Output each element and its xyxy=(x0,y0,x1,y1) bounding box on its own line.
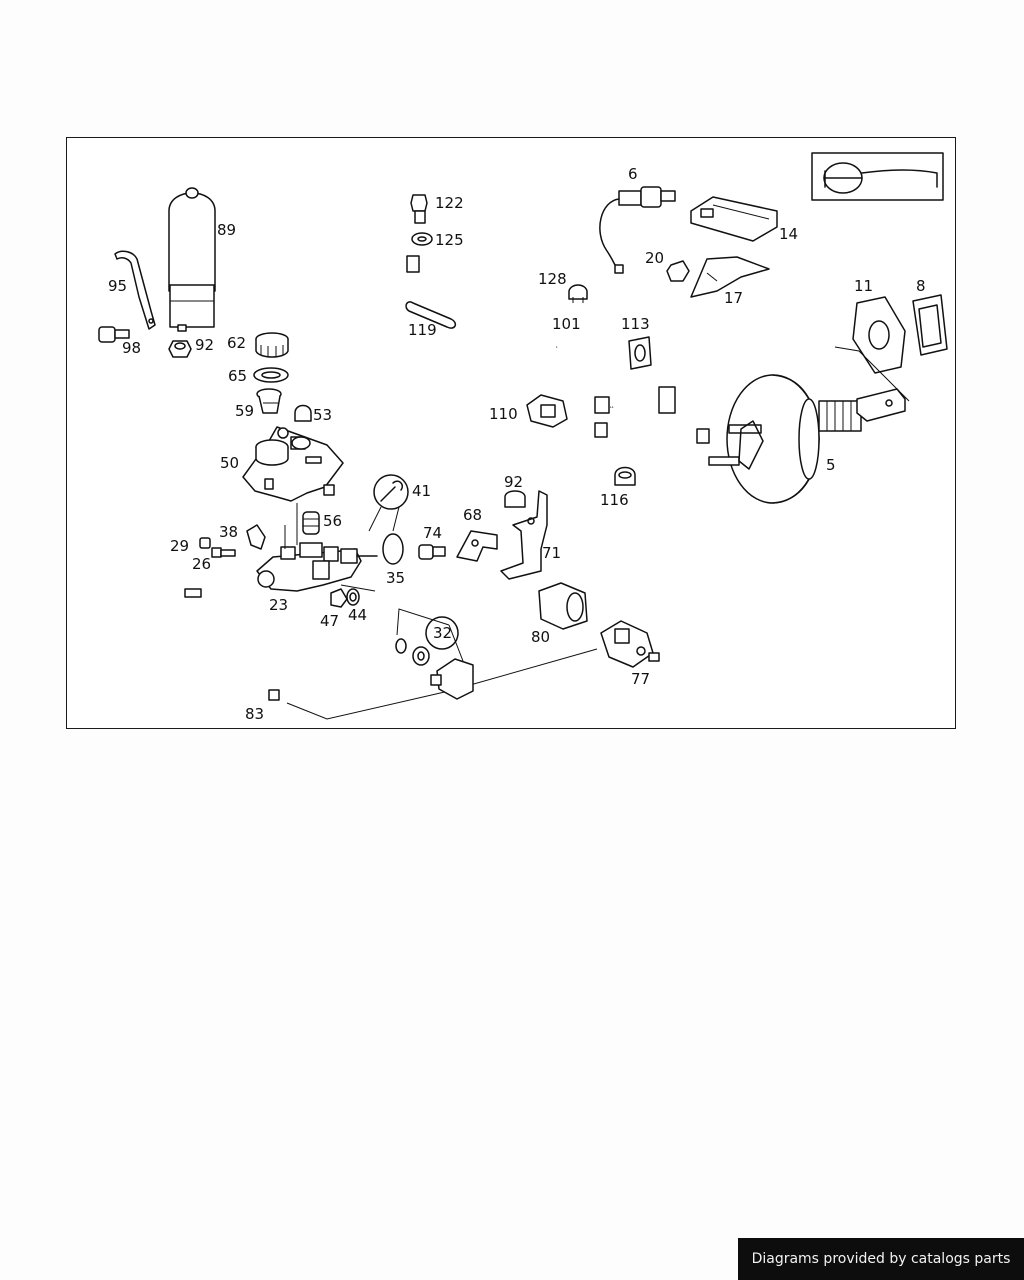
part-68-bracket[interactable] xyxy=(456,530,498,562)
part-101-brake-line[interactable] xyxy=(406,255,710,444)
part-56-plug[interactable] xyxy=(302,511,320,535)
callout-56: 56 xyxy=(323,512,342,530)
part-128-clip[interactable] xyxy=(568,284,588,303)
callout-6: 6 xyxy=(628,165,638,183)
part-35-o-ring[interactable] xyxy=(382,533,404,565)
callout-101: 101 xyxy=(552,315,581,333)
part-50-reservoir[interactable] xyxy=(242,426,344,502)
callout-77: 77 xyxy=(631,670,650,688)
part-83-hose[interactable] xyxy=(174,588,280,701)
callout-23: 23 xyxy=(269,596,288,614)
part-38-plug[interactable] xyxy=(246,524,266,550)
part-116-grommet[interactable] xyxy=(614,466,636,486)
callout-50: 50 xyxy=(220,454,239,472)
parts-diagram: 89 95 98 92 62 65 59 53 50 56 38 29 26 2… xyxy=(98,152,948,723)
callout-47: 47 xyxy=(320,612,339,630)
part-122-banjo-bolt[interactable] xyxy=(410,194,428,224)
part-44-ring[interactable] xyxy=(346,588,360,606)
part-89-canister[interactable] xyxy=(168,187,216,332)
part-32-sensor[interactable] xyxy=(395,638,474,700)
steering-wheel-icon xyxy=(811,152,944,201)
callout-116: 116 xyxy=(600,491,629,509)
part-98-bolt[interactable] xyxy=(98,326,130,343)
parts-diagram-frame: 89 95 98 92 62 65 59 53 50 56 38 29 26 2… xyxy=(66,137,956,729)
part-119-sleeve[interactable] xyxy=(405,301,457,329)
part-6-stop-light-switch[interactable] xyxy=(599,186,676,274)
callout-92: 92 xyxy=(195,336,214,354)
callout-32: 32 xyxy=(433,624,452,642)
callout-83: 83 xyxy=(245,705,264,723)
part-41-tool-symbol[interactable] xyxy=(373,474,409,510)
part-8-seal[interactable] xyxy=(912,294,948,356)
part-110-valve-block[interactable] xyxy=(526,394,568,428)
callout-62: 62 xyxy=(227,334,246,352)
part-65-seal[interactable] xyxy=(253,367,289,383)
credit-banner: Diagrams provided by catalogs parts xyxy=(738,1238,1024,1280)
callout-26: 26 xyxy=(192,555,211,573)
callout-11: 11 xyxy=(854,277,873,295)
part-125-washer[interactable] xyxy=(411,232,433,246)
part-53-plug[interactable] xyxy=(294,404,312,422)
part-92-nut[interactable] xyxy=(168,340,192,358)
part-74-bolt[interactable] xyxy=(418,544,446,560)
callout-74: 74 xyxy=(423,524,442,542)
part-32-symbol[interactable] xyxy=(425,616,459,650)
part-113-grommet[interactable] xyxy=(628,336,652,370)
callout-5: 5 xyxy=(826,456,836,474)
part-17-bracket[interactable] xyxy=(690,256,770,298)
part-80-holder[interactable] xyxy=(538,582,588,630)
callout-14: 14 xyxy=(779,225,798,243)
part-20-nut[interactable] xyxy=(666,260,690,282)
callout-44: 44 xyxy=(348,606,367,624)
callout-65: 65 xyxy=(228,367,247,385)
part-29-fitting[interactable] xyxy=(199,537,211,549)
callout-41: 41 xyxy=(412,482,431,500)
callout-89: 89 xyxy=(217,221,236,239)
part-5-brake-booster[interactable] xyxy=(708,374,906,504)
callout-125: 125 xyxy=(435,231,464,249)
part-95-bracket[interactable] xyxy=(114,250,156,330)
callout-68: 68 xyxy=(463,506,482,524)
callout-80: 80 xyxy=(531,628,550,646)
callout-122: 122 xyxy=(435,194,464,212)
part-59-filter[interactable] xyxy=(256,388,282,414)
credit-text: Diagrams provided by catalogs parts xyxy=(751,1251,1011,1267)
callout-71: 71 xyxy=(542,544,561,562)
part-47-nut[interactable] xyxy=(330,588,348,608)
callout-92-b: 92 xyxy=(504,473,523,491)
callout-53: 53 xyxy=(313,406,332,424)
part-77-pressure-switch[interactable] xyxy=(600,620,660,668)
callout-110: 110 xyxy=(489,405,518,423)
callout-8: 8 xyxy=(916,277,926,295)
part-23-master-cylinder[interactable] xyxy=(256,503,378,592)
callout-20: 20 xyxy=(645,249,664,267)
callout-38: 38 xyxy=(219,523,238,541)
part-71-bracket[interactable] xyxy=(500,490,548,580)
part-26-bolt[interactable] xyxy=(211,547,236,558)
callout-59: 59 xyxy=(235,402,254,420)
callout-95: 95 xyxy=(108,277,127,295)
callout-35: 35 xyxy=(386,569,405,587)
callout-119: 119 xyxy=(408,321,437,339)
callout-113: 113 xyxy=(621,315,650,333)
part-62-cap[interactable] xyxy=(255,332,289,358)
callout-17: 17 xyxy=(724,289,743,307)
part-11-gasket[interactable] xyxy=(852,296,906,374)
part-92-nut-2[interactable] xyxy=(504,490,526,508)
callout-29: 29 xyxy=(170,537,189,555)
callout-128: 128 xyxy=(538,270,567,288)
callout-98: 98 xyxy=(122,339,141,357)
part-14-control-unit[interactable] xyxy=(690,196,778,242)
